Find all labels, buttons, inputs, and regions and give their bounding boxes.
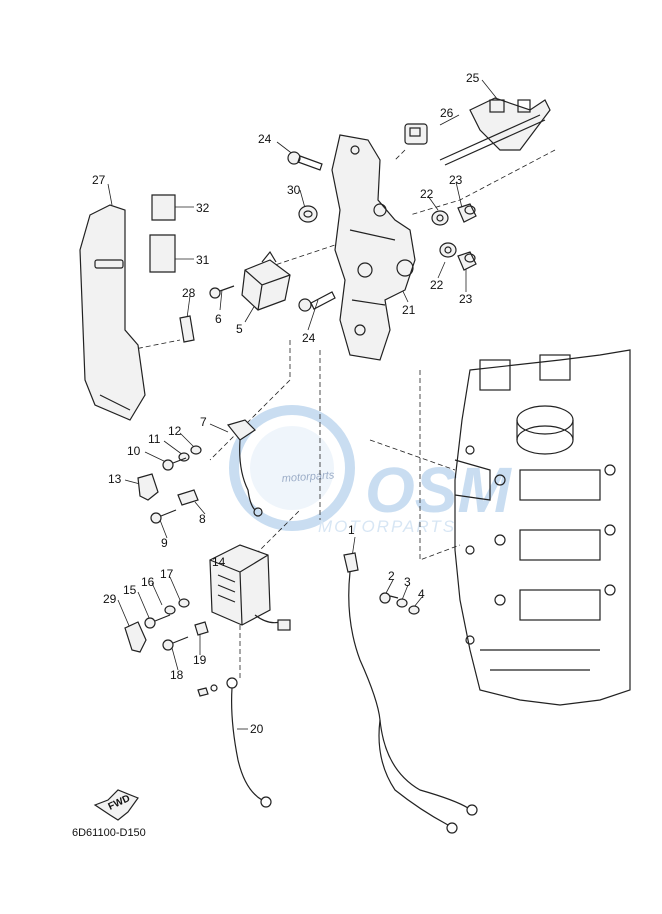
callout-25: 25	[466, 71, 480, 85]
callout-5: 5	[236, 322, 243, 336]
callout-23-upper: 23	[449, 173, 463, 187]
callout-15: 15	[123, 583, 137, 597]
part-13-cap	[137, 473, 159, 501]
part-23-collar-upper	[457, 203, 477, 223]
part-4-washer	[408, 605, 420, 615]
callout-30: 30	[287, 183, 301, 197]
fwd-arrow-icon: FWD	[93, 789, 139, 821]
callout-1: 1	[348, 523, 355, 537]
part-10-bolt	[162, 457, 187, 471]
part-18-bolt	[162, 636, 189, 651]
part-17-washer	[178, 598, 190, 608]
electrical-bracket	[331, 134, 416, 361]
callout-11: 11	[148, 432, 161, 446]
callout-10: 10	[127, 444, 141, 458]
callout-2: 2	[388, 569, 395, 583]
watermark-logo: OSM	[365, 454, 512, 526]
part-6-screw	[209, 285, 235, 299]
callout-23-lower: 23	[459, 292, 473, 306]
callout-29: 29	[103, 592, 117, 606]
callout-27: 27	[92, 173, 106, 187]
watermark-handwritten: motorparts	[281, 469, 335, 485]
callout-22-upper: 22	[420, 187, 434, 201]
callout-24-upper: 24	[258, 132, 272, 146]
callout-22-lower: 22	[430, 278, 444, 292]
callout-8: 8	[199, 512, 206, 526]
watermark-subtext: MOTORPARTS	[318, 517, 456, 536]
part-29-cap	[124, 621, 147, 653]
part-28-clamp	[179, 315, 195, 343]
part-14-rectifier-regulator	[209, 544, 291, 631]
part-23-collar-lower	[457, 251, 477, 271]
part-12-washer	[190, 445, 202, 455]
part-20-ground-lead	[197, 677, 272, 808]
callout-26: 26	[440, 106, 454, 120]
part-11-washer	[178, 452, 190, 462]
callout-14: 14	[212, 555, 226, 569]
callout-12: 12	[168, 424, 182, 438]
callout-4: 4	[418, 587, 425, 601]
part-27-cover	[79, 204, 146, 421]
callout-32: 32	[196, 201, 210, 215]
part-8-clamp	[177, 489, 199, 506]
callout-13: 13	[108, 472, 122, 486]
callout-9: 9	[161, 536, 168, 550]
callout-20: 20	[250, 722, 264, 736]
part-22-grommet-upper	[431, 210, 449, 226]
watermark: OSM MOTORPARTS motorparts	[229, 405, 512, 536]
part-1-ground-cable	[343, 552, 478, 834]
part-26-connector	[404, 123, 428, 145]
callout-21: 21	[402, 303, 416, 317]
part-30-grommet	[298, 205, 318, 223]
callout-16: 16	[141, 575, 155, 589]
watermark-globe-inner	[250, 426, 334, 510]
callout-24-lower: 24	[302, 331, 316, 345]
callout-19: 19	[193, 653, 207, 667]
part-22-grommet-lower	[439, 242, 457, 258]
watermark-globe	[229, 405, 355, 531]
callout-7: 7	[200, 415, 207, 429]
callout-28: 28	[182, 286, 196, 300]
part-3-washer	[396, 598, 408, 608]
part-16-washer	[164, 605, 176, 615]
callout-3: 3	[404, 575, 411, 589]
part-19-nut	[194, 621, 209, 636]
callout-31: 31	[196, 253, 210, 267]
part-7-rectifier-harness	[226, 419, 263, 517]
part-15-bolt	[144, 614, 171, 629]
part-5-relay	[241, 250, 291, 311]
part-24-bolt-lower	[298, 291, 336, 312]
callout-18: 18	[170, 668, 184, 682]
part-9-screw	[150, 509, 177, 524]
callout-labels: 1 2 3 4 5 6 7 8 9 10 11 12 13 14 15 16 1…	[92, 71, 480, 736]
drawing-code: 6D61100-D150	[72, 827, 146, 839]
part-2-bolt	[379, 592, 399, 604]
part-24-bolt-upper	[287, 151, 323, 171]
callout-6: 6	[215, 312, 222, 326]
part-25-harness-clamp	[439, 97, 551, 166]
engine-block	[454, 349, 631, 706]
callout-17: 17	[160, 567, 174, 581]
part-31-label	[149, 234, 176, 273]
leader-lines	[107, 79, 556, 730]
part-32-label	[151, 194, 176, 221]
